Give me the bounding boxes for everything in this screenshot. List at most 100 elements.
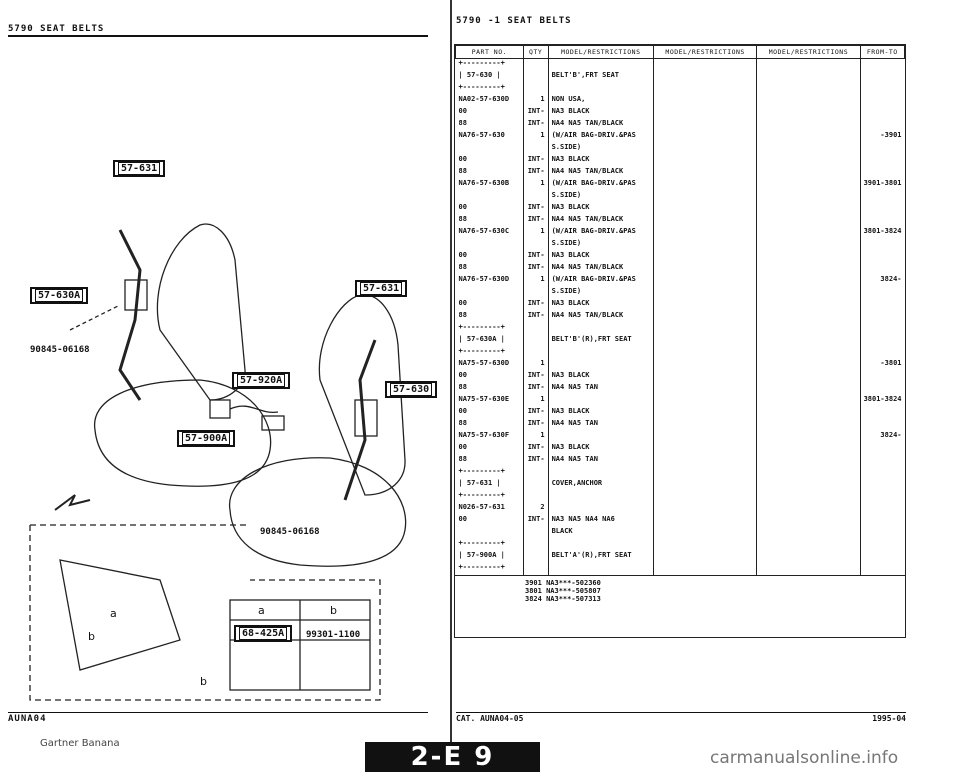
cell-empty	[653, 335, 758, 347]
right-page-header: 5790 -1 SEAT BELTS	[456, 16, 572, 26]
cell-empty	[756, 491, 861, 503]
cell-empty	[653, 71, 758, 83]
cell-desc: S.SIDE)	[548, 287, 655, 299]
cell-qty	[523, 335, 549, 347]
cell-from	[860, 155, 904, 167]
floor-panel	[29, 524, 381, 701]
cell-empty	[756, 215, 861, 227]
cell-empty	[756, 431, 861, 443]
watermark-site: carmanualsonline.info	[710, 748, 899, 768]
cell-empty	[653, 179, 758, 191]
cell-part: 00	[455, 371, 524, 383]
cell-empty	[653, 239, 758, 251]
cell-part: 88	[455, 419, 524, 431]
cell-empty	[756, 251, 861, 263]
col-model-3: MODEL/RESTRICTIONS	[756, 45, 861, 59]
cell-qty: INT-	[523, 371, 549, 383]
cell-empty	[653, 455, 758, 467]
cell-part: N026-57-631	[455, 503, 524, 515]
cell-empty	[756, 71, 861, 83]
detail-b-floor-2: b	[200, 675, 207, 688]
table-row: +---------+	[455, 347, 905, 359]
cell-qty	[523, 287, 549, 299]
cell-empty	[756, 58, 861, 71]
cell-part	[455, 287, 524, 299]
cell-empty	[756, 83, 861, 95]
detail-b-header: b	[330, 604, 337, 617]
table-row: | 57-900A |BELT'A'(R),FRT SEAT	[455, 551, 905, 563]
note-line: 3901 NA3***-502360	[525, 579, 601, 587]
cell-desc: BELT'A'(R),FRT SEAT	[548, 551, 655, 563]
model-notes: 3901 NA3***-502360 3801 NA3***-505807 38…	[455, 575, 905, 606]
table-row: S.SIDE)	[455, 191, 905, 203]
col-model-1: MODEL/RESTRICTIONS	[547, 45, 655, 59]
cell-empty	[653, 287, 758, 299]
cell-from	[860, 59, 904, 72]
cell-part: +---------+	[455, 58, 524, 71]
cell-qty: INT-	[523, 167, 549, 179]
cell-desc: NA4 NA5 TAN	[548, 383, 655, 395]
cell-from	[860, 563, 904, 575]
bolt-label-right: 90845-06168	[260, 527, 320, 537]
cell-qty	[523, 83, 549, 95]
cell-desc: (W/AIR BAG-DRIV.&PAS	[548, 227, 655, 239]
cell-qty: INT-	[523, 215, 549, 227]
cell-empty	[756, 371, 861, 383]
cell-qty: INT-	[523, 155, 549, 167]
cell-qty	[523, 467, 549, 479]
cell-from	[860, 383, 904, 395]
cell-desc: BELT'B',FRT SEAT	[548, 71, 655, 83]
callout-label: 57-920A	[237, 374, 286, 387]
cell-from	[860, 215, 904, 227]
cell-empty	[653, 263, 758, 275]
right-seat-back	[318, 294, 406, 496]
buckle-2	[261, 415, 285, 431]
cell-desc: NA3 BLACK	[548, 371, 655, 383]
cell-part: +---------+	[455, 563, 524, 575]
table-row: +---------+	[455, 563, 905, 575]
cell-part: 00	[455, 443, 524, 455]
cell-qty: INT-	[523, 311, 549, 323]
callout-label: 57-631	[118, 162, 161, 175]
cell-empty	[756, 419, 861, 431]
cell-empty	[756, 503, 861, 515]
cell-desc: NA3 BLACK	[548, 251, 655, 263]
cell-qty	[523, 491, 549, 503]
cell-from	[860, 167, 904, 179]
cell-empty	[653, 551, 758, 563]
left-retractor	[124, 279, 148, 311]
cell-part: 00	[455, 515, 524, 527]
cell-part: 00	[455, 107, 524, 119]
cell-qty: INT-	[523, 455, 549, 467]
cell-desc: NA3 BLACK	[548, 203, 655, 215]
cell-from	[860, 467, 904, 479]
cell-qty: 1	[523, 131, 549, 143]
cell-empty	[653, 107, 758, 119]
cell-qty: INT-	[523, 407, 549, 419]
callout-label: 57-900A	[182, 432, 231, 445]
callout-label: 57-630	[390, 383, 433, 396]
cell-desc: NA4 NA5 TAN	[548, 455, 655, 467]
cell-desc: NA3 NA5 NA4 NA6	[548, 515, 655, 527]
cell-qty: INT-	[523, 263, 549, 275]
cell-desc: BLACK	[548, 527, 655, 539]
cell-from	[860, 419, 904, 431]
cell-part: 88	[455, 263, 524, 275]
cell-qty	[523, 347, 549, 359]
cell-from	[860, 443, 904, 455]
cell-empty	[653, 203, 758, 215]
col-model-2: MODEL/RESTRICTIONS	[652, 45, 758, 59]
callout-57-900A: 57-900A	[177, 430, 236, 447]
cell-from: 3801-3824	[863, 227, 902, 235]
bolt-label-left: 90845-06168	[30, 345, 90, 355]
table-row: +---------+	[455, 491, 905, 503]
cell-qty: INT-	[523, 203, 549, 215]
cell-from	[860, 71, 904, 83]
cell-from	[860, 119, 904, 131]
cell-from	[860, 335, 904, 347]
cell-from	[860, 299, 904, 311]
